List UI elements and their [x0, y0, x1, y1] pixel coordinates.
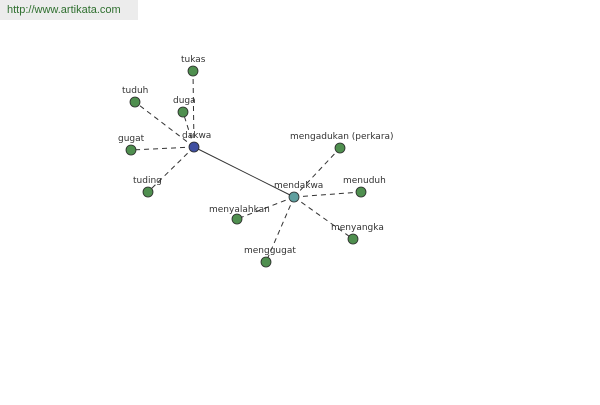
nodes-layer: dakwa mendakwa tukas tuduh duga gugat tuding me…: [118, 55, 394, 268]
edge-dakwa-gugat: [130, 146, 195, 151]
node-mengadukan[interactable]: mengadukan (perkara): [290, 132, 394, 154]
node-label-mengadukan: mengadukan (perkara): [290, 132, 394, 142]
edge-dakwa-tuding: [147, 146, 195, 193]
node-label-gugat: gugat: [118, 134, 145, 144]
edge-dakwa-tukas: [192, 70, 195, 148]
node-tuduh[interactable]: tuduh: [122, 86, 148, 108]
node-dot-menggugat[interactable]: [260, 256, 272, 268]
node-gugat[interactable]: gugat: [118, 134, 145, 156]
node-label-mendakwa: mendakwa: [274, 181, 323, 191]
node-label-menyangka: menyangka: [331, 223, 384, 233]
node-dot-duga[interactable]: [177, 106, 189, 118]
node-label-duga: duga: [173, 96, 196, 106]
node-dot-mengadukan[interactable]: [334, 142, 346, 154]
node-label-tuduh: tuduh: [122, 86, 148, 96]
node-dot-mendakwa[interactable]: [288, 191, 300, 203]
edge-dakwa-duga: [182, 111, 195, 148]
node-dot-gugat[interactable]: [125, 144, 137, 156]
node-label-menuduh: menuduh: [343, 176, 386, 186]
node-menyangka[interactable]: menyangka: [331, 223, 384, 245]
edge-mendakwa-menyalahkan: [236, 196, 295, 220]
node-label-dakwa: dakwa: [182, 131, 211, 141]
node-dot-tuduh[interactable]: [129, 96, 141, 108]
edge-mendakwa-menuduh: [293, 191, 362, 198]
node-dakwa[interactable]: dakwa: [182, 131, 211, 153]
node-menggugat[interactable]: menggugat: [244, 246, 296, 268]
site-url-banner[interactable]: http://www.artikata.com: [0, 0, 138, 20]
node-tukas[interactable]: tukas: [181, 55, 206, 77]
node-label-menyalahkan: menyalahkan: [209, 205, 270, 215]
node-dot-menuduh[interactable]: [355, 186, 367, 198]
edge-mendakwa-mengadukan: [293, 147, 341, 198]
node-label-tukas: tukas: [181, 55, 206, 65]
node-menyalahkan[interactable]: menyalahkan: [209, 205, 270, 225]
edge-dakwa-tuduh: [134, 101, 195, 148]
node-duga[interactable]: duga: [173, 96, 196, 118]
edges-layer: [130, 70, 362, 263]
node-dot-tuding[interactable]: [142, 186, 154, 198]
node-dot-menyalahkan[interactable]: [231, 213, 243, 225]
edge-mendakwa-menggugat: [265, 196, 295, 263]
node-mendakwa[interactable]: mendakwa: [274, 181, 323, 203]
node-label-tuding: tuding: [133, 176, 162, 186]
node-label-menggugat: menggugat: [244, 246, 296, 256]
node-dot-dakwa[interactable]: [188, 141, 200, 153]
edge-mendakwa-menyangka: [293, 196, 354, 240]
node-dot-tukas[interactable]: [187, 65, 199, 77]
node-dot-menyangka[interactable]: [347, 233, 359, 245]
edge-dakwa-mendakwa: [193, 146, 295, 198]
node-menuduh[interactable]: menuduh: [343, 176, 386, 198]
node-tuding[interactable]: tuding: [133, 176, 162, 198]
